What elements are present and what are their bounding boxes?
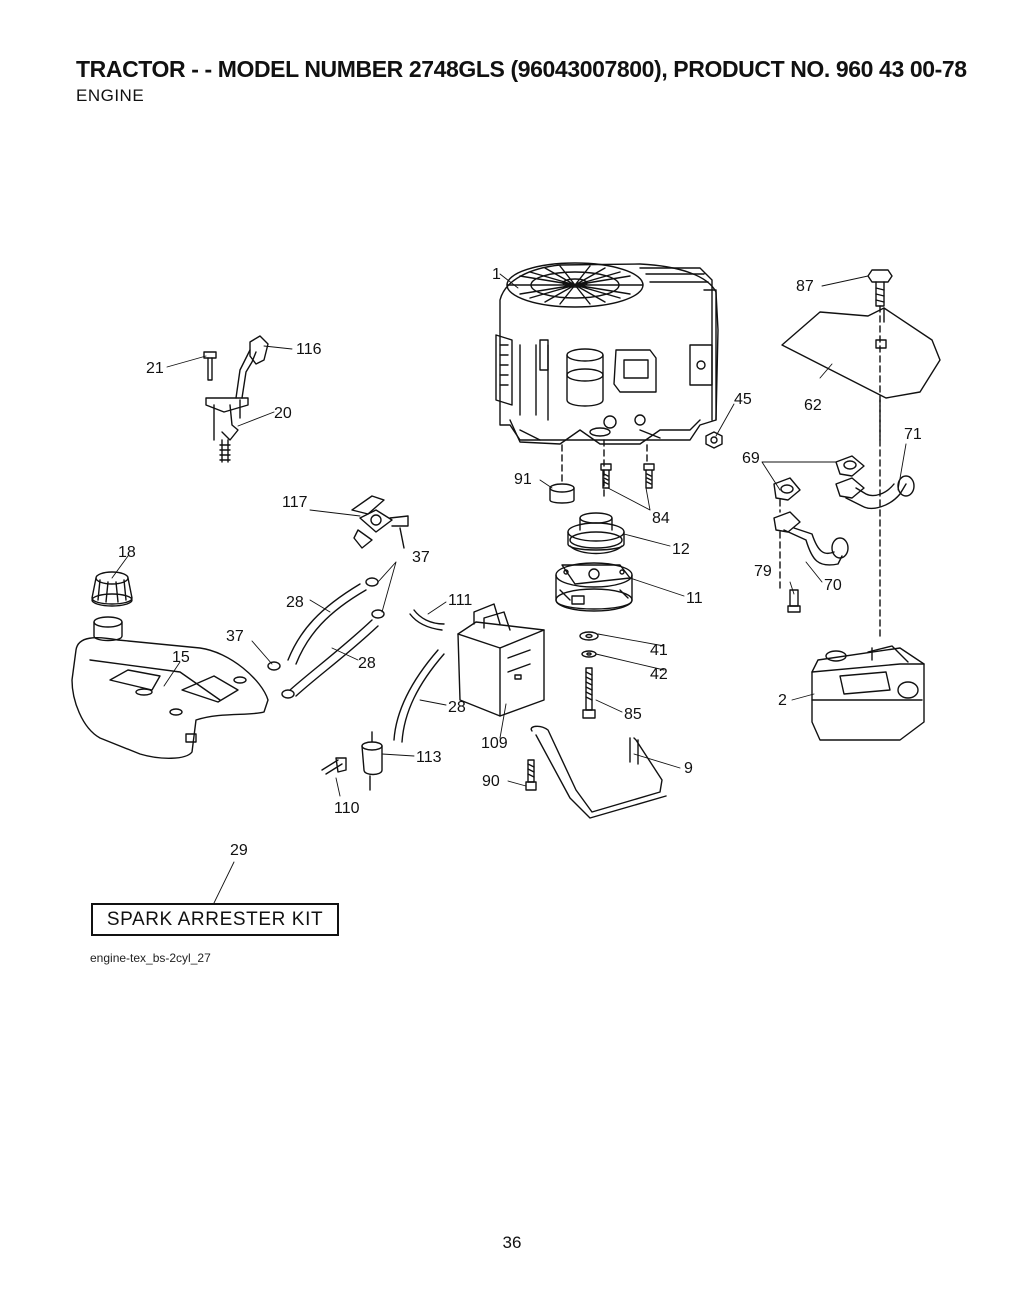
screw-87 (867, 269, 893, 307)
callout-90: 90 (482, 773, 500, 790)
callout-110: 110 (334, 800, 360, 817)
section-subtitle: ENGINE (76, 86, 145, 105)
callout-37-upper: 37 (412, 549, 430, 566)
callout-70: 70 (824, 577, 842, 594)
callout-111: 111 (448, 592, 472, 609)
callout-18: 18 (118, 544, 136, 561)
leader-lines (111, 273, 907, 904)
pulley-12 (567, 512, 625, 555)
box-109 (457, 603, 545, 717)
callout-79: 79 (754, 563, 772, 580)
guide-lines (779, 399, 881, 641)
callout-116: 116 (296, 341, 322, 358)
callout-42: 42 (650, 666, 668, 683)
hose-28-lower (393, 649, 445, 743)
rod-9 (530, 725, 667, 819)
knob-116 (249, 335, 269, 365)
fuel-cap-18 (91, 571, 133, 607)
callout-109: 109 (481, 735, 508, 752)
spark-arrester-kit-label: SPARK ARRESTER KIT (91, 903, 339, 936)
fitting-110 (321, 757, 347, 775)
drawing-file-id: engine-tex_bs-2cyl_27 (90, 951, 211, 965)
clutch-11 (555, 562, 633, 612)
callout-21: 21 (146, 360, 164, 377)
bolts-84 (600, 463, 655, 489)
exhaust-pipe-70 (773, 511, 849, 566)
heat-shield-62 (781, 305, 941, 441)
callout-28-upper: 28 (286, 594, 304, 611)
callout-2: 2 (778, 692, 787, 709)
gasket-69 (773, 455, 865, 501)
page-number: 36 (502, 1233, 522, 1252)
bolt-90 (525, 759, 537, 791)
callout-113: 113 (416, 749, 442, 766)
fuel-filter-113 (361, 731, 383, 791)
callout-29: 29 (230, 842, 248, 859)
callout-11: 11 (686, 590, 703, 607)
callout-labels: 1 87 116 21 20 45 62 71 69 91 117 84 18 … (118, 266, 922, 859)
spacer-91 (549, 483, 575, 504)
callout-45: 45 (734, 391, 752, 408)
callout-20: 20 (274, 405, 292, 422)
hose-28-upper (287, 583, 367, 665)
nut-45 (705, 431, 723, 449)
callout-15: 15 (172, 649, 190, 666)
hose-111 (409, 609, 445, 631)
callout-9: 9 (684, 760, 693, 777)
callout-37-lower: 37 (226, 628, 244, 645)
fuel-valve-117 (351, 495, 409, 549)
callout-62: 62 (804, 397, 822, 414)
callout-12: 12 (672, 541, 690, 558)
screw-21 (203, 351, 217, 381)
callout-41: 41 (650, 642, 668, 659)
page-title: TRACTOR - - MODEL NUMBER 2748GLS (960430… (76, 56, 967, 82)
callout-87: 87 (796, 278, 814, 295)
callout-84: 84 (652, 510, 670, 527)
engine-block (495, 262, 719, 501)
callout-69: 69 (742, 450, 760, 467)
bolt-79 (787, 589, 801, 613)
callout-71: 71 (904, 426, 922, 443)
hose-28-middle (289, 619, 379, 697)
callout-28-lower: 28 (448, 699, 466, 716)
callout-91: 91 (514, 471, 532, 488)
exhaust-pipe-71 (835, 475, 915, 510)
callout-117: 117 (282, 494, 308, 511)
callout-1: 1 (492, 266, 501, 283)
bolt-85 (582, 667, 596, 719)
washer-42 (581, 650, 597, 658)
fuel-tank-15 (71, 616, 269, 759)
throttle-control-20 (205, 349, 257, 463)
callout-28-middle: 28 (358, 655, 376, 672)
washer-41 (579, 631, 599, 641)
muffler-2 (811, 645, 925, 741)
callout-85: 85 (624, 706, 642, 723)
